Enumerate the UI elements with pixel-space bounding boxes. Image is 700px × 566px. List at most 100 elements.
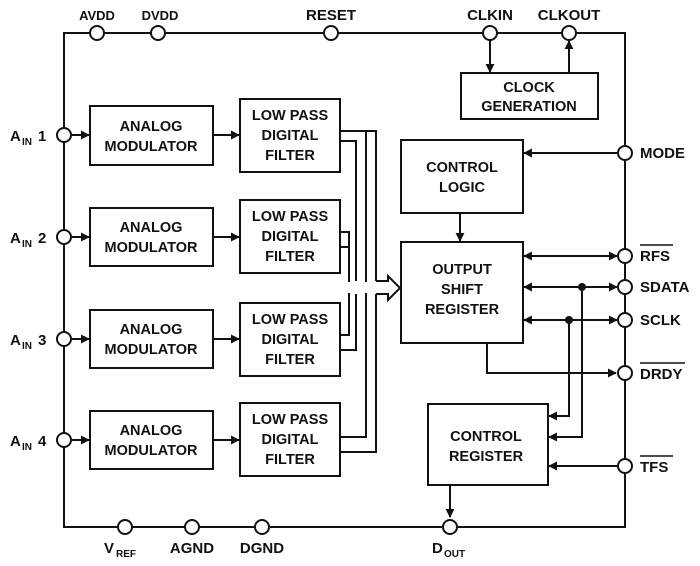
- low-pass-filter-2-line2: DIGITAL: [262, 229, 319, 245]
- pin-drdy: [617, 365, 633, 381]
- low-pass-filter-1-line1: LOW PASS: [252, 108, 329, 124]
- analog-modulator-2: [89, 207, 214, 267]
- low-pass-filter-3: [239, 302, 341, 377]
- svg-text:REF: REF: [116, 549, 136, 560]
- output-shift-register-line1: OUTPUT: [432, 262, 492, 278]
- channel-3: ANALOG MODULATOR LOW PASS DIGITAL FILTER: [72, 302, 341, 377]
- svg-text:A: A: [10, 433, 21, 450]
- pin-avdd: [89, 25, 105, 41]
- label-ain3: A IN 3: [10, 332, 46, 352]
- label-mode: MODE: [640, 145, 685, 162]
- label-drdy: DRDY: [640, 366, 683, 383]
- svg-text:IN: IN: [22, 137, 32, 148]
- analog-modulator-1-line1: ANALOG: [120, 119, 183, 135]
- svg-text:IN: IN: [22, 341, 32, 352]
- pin-sclk: [617, 312, 633, 328]
- label-dgnd: DGND: [240, 540, 284, 557]
- low-pass-filter-1-line3: FILTER: [265, 148, 315, 164]
- control-logic-line2: LOGIC: [439, 180, 485, 196]
- low-pass-filter-3-line2: DIGITAL: [262, 332, 319, 348]
- label-dvdd: DVDD: [142, 8, 179, 23]
- pin-reset: [323, 25, 339, 41]
- low-pass-filter-4-line1: LOW PASS: [252, 412, 329, 428]
- low-pass-filter-2-line1: LOW PASS: [252, 209, 329, 225]
- pin-mode: [617, 145, 633, 161]
- low-pass-filter-2-line3: FILTER: [265, 249, 315, 265]
- pin-vref: [117, 519, 133, 535]
- label-rfs: RFS: [640, 248, 670, 265]
- pin-ain2: [56, 229, 72, 245]
- control-register-line2: REGISTER: [449, 449, 524, 465]
- low-pass-filter-2: [239, 199, 341, 274]
- label-avdd: AVDD: [79, 8, 115, 23]
- control-register-line1: CONTROL: [450, 429, 522, 445]
- output-shift-register-line2: SHIFT: [441, 282, 483, 298]
- svg-text:A: A: [10, 230, 21, 247]
- analog-modulator-4: [89, 410, 214, 470]
- pin-ain1: [56, 127, 72, 143]
- analog-modulator-3: [89, 309, 214, 369]
- analog-modulator-4-line1: ANALOG: [120, 423, 183, 439]
- filter-output-bus: [340, 130, 402, 453]
- analog-modulator-3-line1: ANALOG: [120, 322, 183, 338]
- low-pass-filter-4-line3: FILTER: [265, 452, 315, 468]
- clock-generation-line2: GENERATION: [481, 99, 577, 115]
- svg-text:2: 2: [38, 230, 46, 247]
- svg-text:A: A: [10, 332, 21, 349]
- label-reset: RESET: [306, 7, 356, 24]
- svg-text:4: 4: [38, 433, 47, 450]
- svg-text:3: 3: [38, 332, 46, 349]
- label-vref: V REF: [104, 540, 136, 560]
- clock-generation-line1: CLOCK: [503, 80, 555, 96]
- output-shift-register-line3: REGISTER: [425, 302, 500, 318]
- pin-ain4: [56, 432, 72, 448]
- pin-clkin: [482, 25, 498, 41]
- analog-modulator-2-line2: MODULATOR: [105, 240, 198, 256]
- svg-text:V: V: [104, 540, 114, 557]
- label-agnd: AGND: [170, 540, 214, 557]
- low-pass-filter-4-line2: DIGITAL: [262, 432, 319, 448]
- label-sdata: SDATA: [640, 279, 690, 296]
- svg-text:IN: IN: [22, 442, 32, 453]
- control-logic-block: [400, 139, 524, 214]
- pin-ain3: [56, 331, 72, 347]
- channel-1: ANALOG MODULATOR LOW PASS DIGITAL FILTER: [72, 98, 341, 173]
- pin-sdata: [617, 279, 633, 295]
- low-pass-filter-3-line3: FILTER: [265, 352, 315, 368]
- clock-generation-block: [460, 72, 599, 120]
- pin-dout: [442, 519, 458, 535]
- svg-text:A: A: [10, 128, 21, 145]
- pin-clkout: [561, 25, 577, 41]
- label-ain1: A IN 1: [10, 128, 46, 148]
- svg-text:1: 1: [38, 128, 46, 145]
- control-register-block: [427, 403, 549, 486]
- pin-dvdd: [150, 25, 166, 41]
- control-logic-line1: CONTROL: [426, 160, 498, 176]
- channel-4: ANALOG MODULATOR LOW PASS DIGITAL FILTER: [72, 402, 341, 477]
- label-dout: D OUT: [432, 540, 465, 560]
- analog-modulator-1-line2: MODULATOR: [105, 139, 198, 155]
- pin-dgnd: [254, 519, 270, 535]
- label-clkin: CLKIN: [467, 7, 513, 24]
- pin-rfs: [617, 248, 633, 264]
- low-pass-filter-4: [239, 402, 341, 477]
- analog-modulator-2-line1: ANALOG: [120, 220, 183, 236]
- label-ain4: A IN 4: [10, 433, 47, 453]
- low-pass-filter-1-line2: DIGITAL: [262, 128, 319, 144]
- output-shift-register-block: [400, 241, 524, 344]
- low-pass-filter-1: [239, 98, 341, 173]
- analog-modulator-4-line2: MODULATOR: [105, 443, 198, 459]
- low-pass-filter-3-line1: LOW PASS: [252, 312, 329, 328]
- pin-agnd: [184, 519, 200, 535]
- analog-modulator-3-line2: MODULATOR: [105, 342, 198, 358]
- pin-tfs: [617, 458, 633, 474]
- label-sclk: SCLK: [640, 312, 681, 329]
- label-clkout: CLKOUT: [538, 7, 601, 24]
- label-ain2: A IN 2: [10, 230, 46, 250]
- channel-2: ANALOG MODULATOR LOW PASS DIGITAL FILTER: [72, 199, 341, 274]
- label-tfs: TFS: [640, 459, 668, 476]
- analog-modulator-1: [89, 105, 214, 166]
- svg-text:IN: IN: [22, 239, 32, 250]
- svg-text:OUT: OUT: [444, 549, 465, 560]
